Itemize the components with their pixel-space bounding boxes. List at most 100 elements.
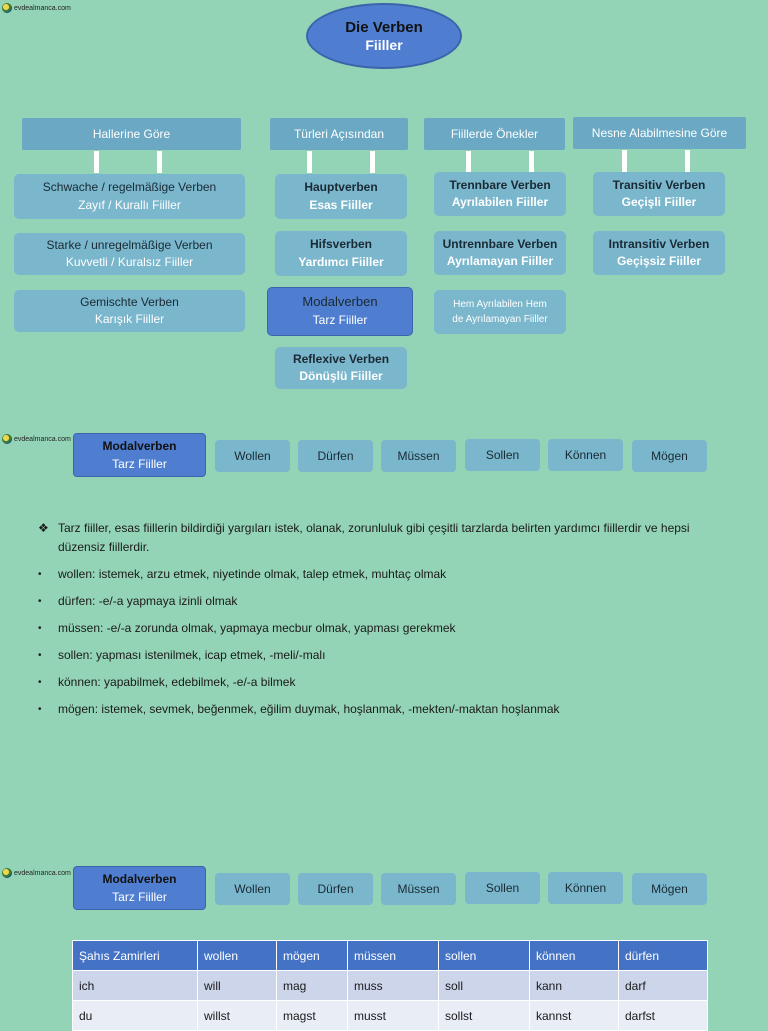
box-hauptverben: Hauptverben Esas Fiiller [275, 174, 407, 219]
table-header-cell: müssen [347, 940, 439, 971]
box-turkish: Geçişsiz Fiiller [616, 254, 702, 268]
box-schwache-verben: Schwache / regelmäßige Verben Zayıf / Ku… [14, 174, 245, 219]
box-gemischte-verben: Gemischte Verben Karışık Fiiller [14, 290, 245, 332]
site-logo[interactable]: evdealmanca.com [2, 434, 71, 444]
verb-wollen: Wollen [215, 873, 290, 905]
box-turkish: Ayrılamayan Fiiller [446, 254, 554, 268]
verb-label: Müssen [397, 882, 440, 896]
verb-mogen: Mögen [632, 440, 707, 472]
bullet-icon: • [38, 623, 42, 634]
box-german: Gemischte Verben [80, 294, 179, 309]
table-row: du willst magst musst sollst kannst darf… [72, 1000, 708, 1031]
box-hifsverben: Hifsverben Yardımcı Fiiller [275, 231, 407, 276]
box-german: Modalverben [302, 294, 378, 310]
box-turkish: Yardımcı Fiiller [298, 254, 384, 269]
table-cell: ich [72, 970, 198, 1001]
table-cell: mag [276, 970, 348, 1001]
connector [94, 151, 99, 173]
table-cell: darfst [618, 1000, 708, 1031]
bullet-icon: • [38, 704, 42, 715]
bullet-text: können: yapabilmek, edebilmek, -e/-a bil… [58, 675, 296, 689]
verb-label: Wollen [234, 449, 271, 463]
logo-text: evdealmanca.com [14, 435, 71, 443]
bullet-icon: • [38, 677, 42, 688]
description-block: ❖ Tarz fiiller, esas fiillerin bildirdiğ… [38, 519, 728, 719]
table-header-row: Şahıs Zamirleri wollen mögen müssen soll… [72, 940, 708, 971]
verb-label: Dürfen [317, 449, 354, 463]
modal-german: Modalverben [102, 872, 177, 886]
diamond-bullet-icon: ❖ [38, 521, 49, 535]
box-german: Hifsverben [309, 237, 373, 252]
box-reflexive-verben: Reflexive Verben Dönüşlü Fiiller [275, 347, 407, 389]
modalverben-box: Modalverben Tarz Fiiller [73, 433, 206, 477]
box-turkish: Esas Fiiller [309, 197, 373, 212]
table-cell: muss [347, 970, 439, 1001]
bullet-text: mögen: istemek, sevmek, beğenmek, eğilim… [58, 702, 560, 716]
box-german: Schwache / regelmäßige Verben [42, 180, 217, 195]
table-cell: will [197, 970, 277, 1001]
verb-durfen: Dürfen [298, 873, 373, 905]
box-turkish: Zayıf / Kurallı Fiiller [78, 197, 181, 212]
box-line: Hem Ayrılabilen Hem [453, 299, 547, 310]
verb-wollen: Wollen [215, 440, 290, 472]
connector [307, 151, 312, 173]
table-header-cell: mögen [276, 940, 348, 971]
box-modalverben: Modalverben Tarz Fiiller [267, 287, 413, 336]
box-german: Untrennbare Verben [442, 236, 558, 251]
box-transitiv-verben: Transitiv Verben Geçişli Fiiller [593, 172, 725, 216]
logo-icon [2, 868, 12, 878]
category-turleri: Türleri Açısından [270, 118, 408, 150]
table-cell: kannst [529, 1000, 619, 1031]
table-cell: willst [197, 1000, 277, 1031]
logo-text: evdealmanca.com [14, 869, 71, 877]
box-intransitiv-verben: Intransitiv Verben Geçişsiz Fiiller [593, 231, 725, 275]
verb-sollen: Sollen [465, 872, 540, 904]
bullet-icon: • [38, 596, 42, 607]
bullet-icon: • [38, 569, 42, 580]
logo-text: evdealmanca.com [14, 4, 71, 12]
verb-sollen: Sollen [465, 439, 540, 471]
verb-konnen: Können [548, 872, 623, 904]
table-cell: kann [529, 970, 619, 1001]
verb-label: Mögen [651, 449, 688, 463]
verb-label: Müssen [397, 449, 440, 463]
box-hem-ayrilabilen: Hem Ayrılabilen Hem de Ayrılamayan Fiill… [434, 290, 566, 334]
modal-turkish: Tarz Fiiller [112, 890, 167, 904]
title-german: Die Verben [345, 19, 423, 36]
bullet-text: wollen: istemek, arzu etmek, niyetinde o… [58, 567, 447, 581]
bullet-text: müssen: -e/-a zorunda olmak, yapmaya mec… [58, 621, 456, 635]
box-german: Reflexive Verben [292, 351, 390, 366]
site-logo[interactable]: evdealmanca.com [2, 3, 71, 13]
table-cell: magst [276, 1000, 348, 1031]
box-german: Hauptverben [304, 180, 378, 195]
category-hallerine-gore: Hallerine Göre [22, 118, 241, 150]
list-item: • können: yapabilmek, edebilmek, -e/-a bi… [38, 673, 728, 692]
logo-icon [2, 434, 12, 444]
list-item: • mögen: istemek, sevmek, beğenmek, eğili… [38, 700, 728, 719]
table-cell: soll [438, 970, 530, 1001]
connector [370, 151, 375, 173]
verb-konnen: Können [548, 439, 623, 471]
box-turkish: Geçişli Fiiller [621, 195, 697, 209]
connector [466, 151, 471, 173]
list-item: •dürfen: -e/-a yapmaya izinli olmak [38, 592, 728, 611]
box-turkish: Karışık Fiiller [94, 312, 165, 326]
site-logo[interactable]: evdealmanca.com [2, 868, 71, 878]
box-turkish: Dönüşlü Fiiller [299, 369, 383, 383]
box-trennbare-verben: Trennbare Verben Ayrılabilen Fiiller [434, 172, 566, 216]
list-item: • wollen: istemek, arzu etmek, niyetinde … [38, 565, 728, 584]
connector [157, 151, 162, 173]
table-header-cell: können [529, 940, 619, 971]
verb-mussen: Müssen [381, 440, 456, 472]
list-item: • müssen: -e/-a zorunda olmak, yapmaya me… [38, 619, 728, 638]
intro-text: Tarz fiiller, esas fiillerin bildirdiği … [58, 521, 690, 554]
box-untrennbare-verben: Untrennbare Verben Ayrılamayan Fiiller [434, 231, 566, 275]
box-german: Starke / unregelmäßige Verben [46, 237, 213, 252]
category-nesne: Nesne Alabilmesine Göre [573, 117, 746, 149]
connector [685, 150, 690, 172]
modal-turkish: Tarz Fiiller [112, 457, 167, 471]
box-german: Trennbare Verben [449, 177, 551, 192]
title-turkish: Fiiller [365, 37, 403, 53]
box-turkish: Ayrılabilen Fiiller [451, 195, 549, 209]
category-label: Fiillerde Önekler [450, 127, 539, 141]
